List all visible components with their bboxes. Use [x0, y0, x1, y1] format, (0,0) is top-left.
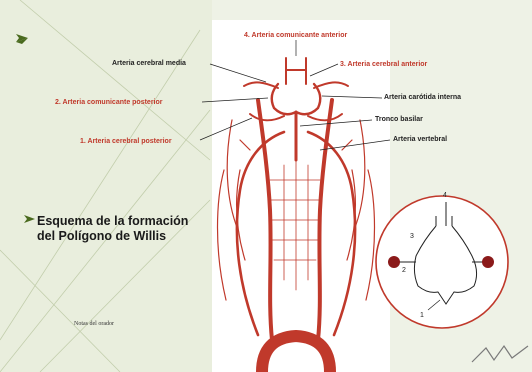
slide-title-line2: del Polígono de Willis	[37, 229, 227, 244]
slide-title-line1: Esquema de la formación	[37, 214, 227, 229]
label-comunicante-anterior: 4. Arteria comunicante anterior	[244, 31, 347, 40]
label-vertebral: Arteria vertebral	[393, 135, 447, 144]
decorative-lines	[0, 0, 210, 372]
arrow-bullet-icon-2	[24, 215, 35, 223]
inset-node-left	[388, 256, 400, 268]
inset-schema	[376, 196, 508, 328]
arrow-bullet-icon-1	[16, 34, 28, 44]
inset-node-right	[482, 256, 494, 268]
slide-title: Esquema de la formación del Polígono de …	[37, 214, 227, 244]
inset-number-4: 4	[443, 192, 447, 199]
label-tronco-basilar: Tronco basilar	[375, 115, 423, 124]
inset-number-2: 2	[402, 267, 406, 274]
speaker-notes: Notas del orador	[74, 321, 114, 327]
label-cerebral-posterior: 1. Arteria cerebral posterior	[80, 137, 172, 146]
label-cerebral-anterior: 3. Arteria cerebral anterior	[340, 60, 427, 69]
label-cerebral-media: Arteria cerebral media	[112, 59, 186, 68]
decorative-scribble	[472, 346, 528, 362]
inset-number-3: 3	[410, 233, 414, 240]
inset-number-1: 1	[420, 312, 424, 319]
label-comunicante-posterior: 2. Arteria comunicante posterior	[55, 98, 163, 107]
label-carotida-interna: Arteria carótida interna	[384, 93, 461, 102]
